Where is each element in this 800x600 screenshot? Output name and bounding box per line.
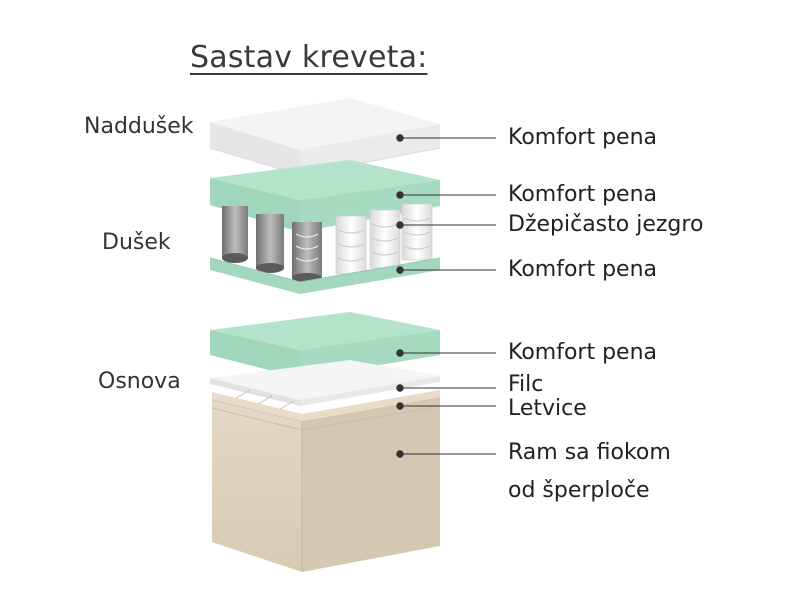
group-label-mattress: Dušek	[102, 230, 171, 255]
spring-white-2	[369, 209, 401, 269]
mattress-bottom-foam	[209, 257, 441, 294]
leader-base-foam	[396, 349, 496, 357]
leader-topper	[396, 134, 496, 142]
group-label-base: Osnova	[98, 369, 181, 394]
leader-felt	[396, 384, 496, 392]
label-mattress-top-comfort-foam: Komfort pena	[508, 182, 658, 207]
label-topper-comfort-foam: Komfort pena	[508, 125, 658, 150]
label-felt: Filc	[508, 372, 544, 397]
slats-and-frame	[211, 389, 441, 572]
leader-lines	[396, 134, 496, 458]
pocket-spring-core	[222, 203, 433, 283]
label-mattress-bottom-comfort-foam: Komfort pena	[508, 257, 658, 282]
spring-grey-3	[292, 222, 322, 283]
label-pocket-spring-core: Džepičasto jezgro	[508, 212, 704, 237]
group-label-topper: Naddušek	[84, 114, 194, 139]
leader-frame	[396, 450, 496, 458]
label-frame-line-1: Ram sa fiokom	[508, 440, 671, 465]
label-slats: Letvice	[508, 396, 587, 421]
leader-slats	[396, 402, 496, 410]
diagram-title: Sastav kreveta:	[190, 40, 428, 75]
leader-pocket-core	[396, 221, 496, 229]
spring-grey-2	[256, 214, 284, 273]
label-base-comfort-foam: Komfort pena	[508, 340, 658, 365]
spring-white-1	[335, 215, 367, 275]
spring-grey-1	[222, 206, 248, 263]
label-frame-line-2: od šperploče	[508, 478, 650, 503]
leader-mattress-bottom-foam	[396, 266, 496, 274]
felt-layer	[210, 360, 440, 406]
leader-mattress-top-foam	[396, 191, 496, 199]
spring-white-3	[401, 203, 433, 261]
